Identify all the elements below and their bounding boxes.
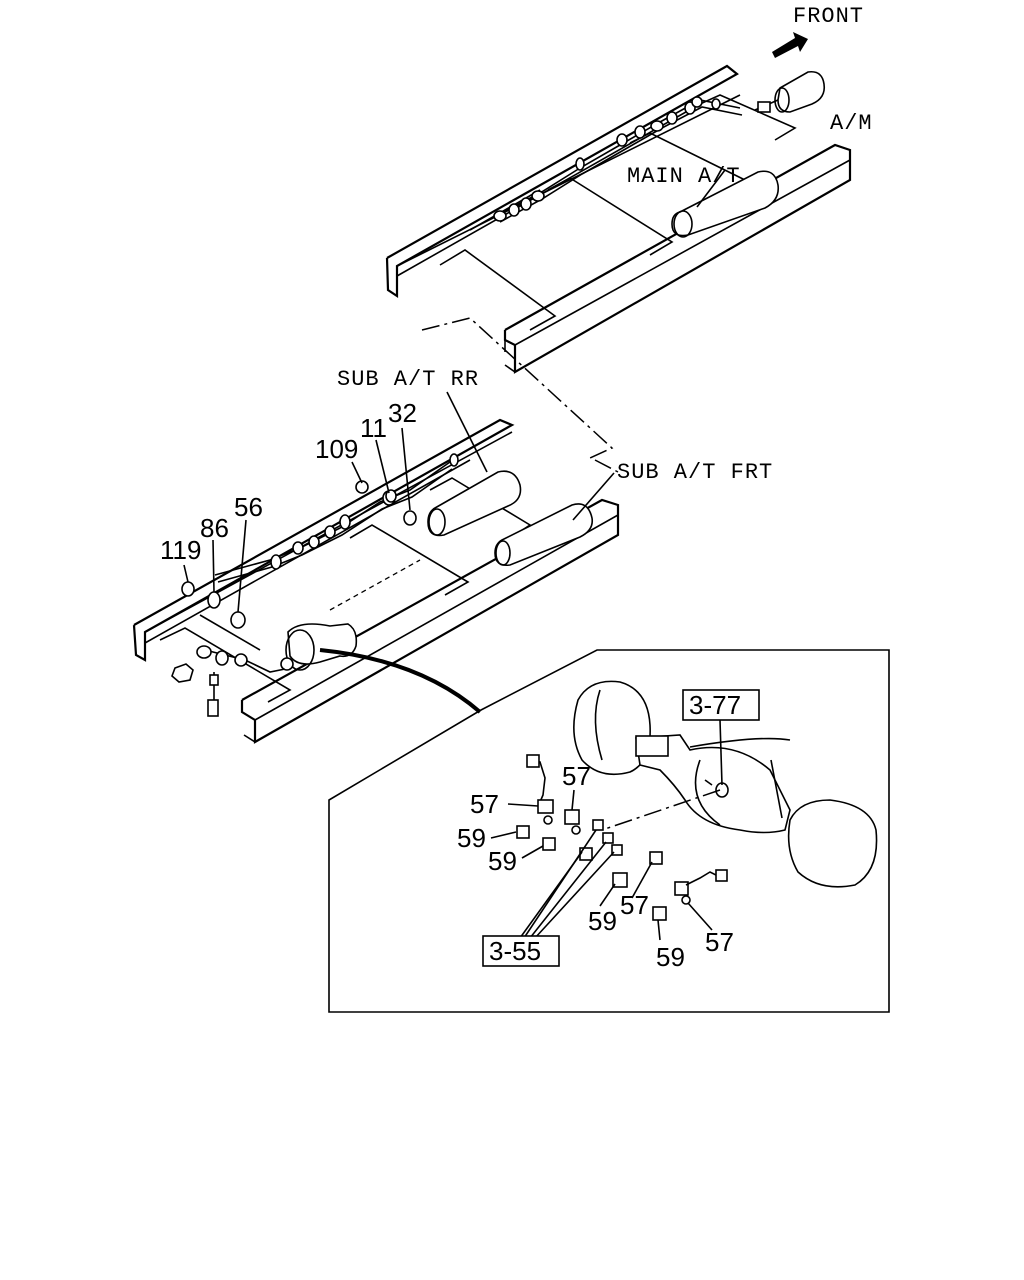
detail-pointer bbox=[319, 648, 482, 714]
callout-11: 11 bbox=[360, 413, 387, 443]
main-at-label: MAIN A/T bbox=[627, 164, 741, 189]
callout-59-c: 59 bbox=[588, 906, 617, 936]
callout-57-c: 57 bbox=[620, 890, 649, 920]
front-label: FRONT bbox=[793, 4, 864, 29]
link-line-upper bbox=[421, 317, 614, 459]
am-chamber bbox=[754, 70, 826, 113]
ref-box-3-55[interactable]: 3-55 bbox=[482, 935, 560, 967]
lower-pipe-line bbox=[171, 453, 459, 717]
detail-fittings bbox=[516, 754, 728, 921]
link-line-sub bbox=[594, 459, 619, 473]
detail-box bbox=[328, 649, 890, 1013]
callout-59-a: 59 bbox=[457, 823, 486, 853]
sub-at-frt-label: SUB A/T FRT bbox=[617, 460, 773, 485]
callout-109: 109 bbox=[315, 434, 358, 464]
lower-callouts bbox=[183, 427, 411, 613]
upper-pipe-line bbox=[493, 96, 743, 223]
callout-57-a: 57 bbox=[470, 789, 499, 819]
svg-text:3-77: 3-77 bbox=[689, 690, 741, 720]
front-arrow bbox=[772, 32, 808, 58]
lower-frame bbox=[132, 418, 620, 744]
callout-59-b: 59 bbox=[488, 846, 517, 876]
rear-axle bbox=[573, 680, 878, 888]
sub-at-rr-label: SUB A/T RR bbox=[337, 367, 479, 392]
callout-57-b: 57 bbox=[562, 761, 591, 791]
callout-59-d: 59 bbox=[656, 942, 685, 972]
ref-box-3-77[interactable]: 3-77 bbox=[682, 689, 760, 721]
svg-text:3-55: 3-55 bbox=[489, 936, 541, 966]
callout-57-d: 57 bbox=[705, 927, 734, 957]
callout-32: 32 bbox=[388, 398, 417, 428]
callout-56: 56 bbox=[234, 492, 263, 522]
upper-frame bbox=[385, 64, 852, 374]
am-label: A/M bbox=[830, 111, 873, 136]
leader-sub-at-rr bbox=[446, 391, 488, 473]
callout-86: 86 bbox=[200, 513, 229, 543]
callout-119: 119 bbox=[160, 535, 201, 565]
detail-leaders bbox=[490, 719, 723, 941]
leader-sub-at-frt bbox=[572, 472, 615, 521]
